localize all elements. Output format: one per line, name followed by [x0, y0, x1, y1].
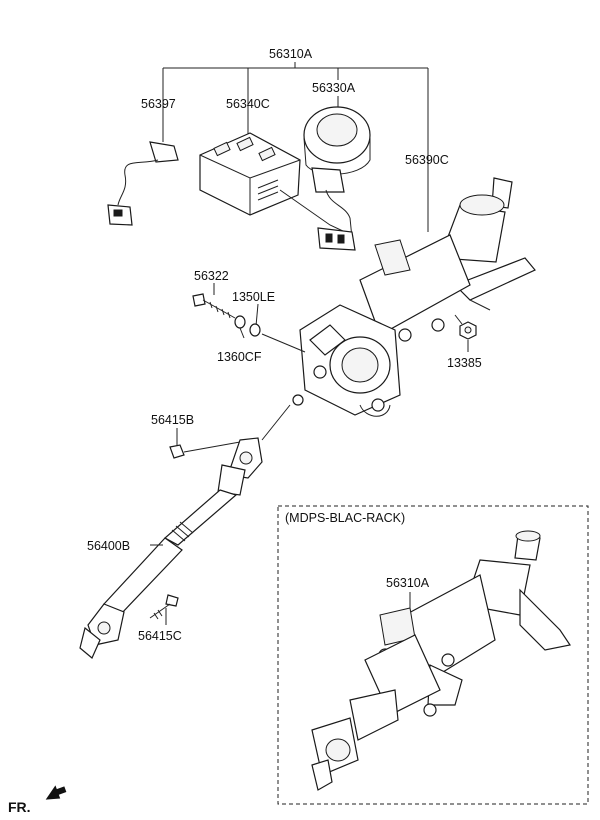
- label-intermediate-shaft: 56400B: [87, 539, 130, 553]
- wiring-connector-part: [107, 112, 179, 226]
- inset-title: (MDPS-BLAC-RACK): [285, 511, 405, 525]
- label-ecu-module: 56340C: [226, 97, 270, 111]
- assembly-bracket: [162, 62, 429, 232]
- label-column-body: 56390C: [405, 153, 449, 167]
- washer-parts: [234, 303, 306, 353]
- ecu-module-part: [199, 112, 346, 233]
- front-arrow-icon: [45, 785, 67, 800]
- steering-column-part: [292, 177, 536, 417]
- inset-box: [277, 505, 589, 805]
- label-bolt-56415b: 56415B: [151, 413, 194, 427]
- label-motor: 56330A: [312, 81, 356, 95]
- label-inset-assembly: 56310A: [386, 576, 430, 590]
- label-nut: 13385: [447, 356, 482, 370]
- motor-part: [303, 96, 371, 251]
- bolt-56415b-part: [169, 428, 241, 459]
- label-assembly: 56310A: [269, 47, 313, 61]
- bolt-part: [192, 283, 236, 319]
- bolt-56415c-part: [149, 594, 179, 625]
- nut-part: [454, 314, 477, 352]
- label-bolt-56415c: 56415C: [138, 629, 182, 643]
- intermediate-shaft-part: [79, 404, 291, 659]
- label-washer-1360cf: 1360CF: [217, 350, 262, 364]
- label-bolt: 56322: [194, 269, 229, 283]
- label-washer-1350le: 1350LE: [232, 290, 275, 304]
- front-indicator: FR.: [8, 799, 31, 815]
- label-wiring-connector: 56397: [141, 97, 176, 111]
